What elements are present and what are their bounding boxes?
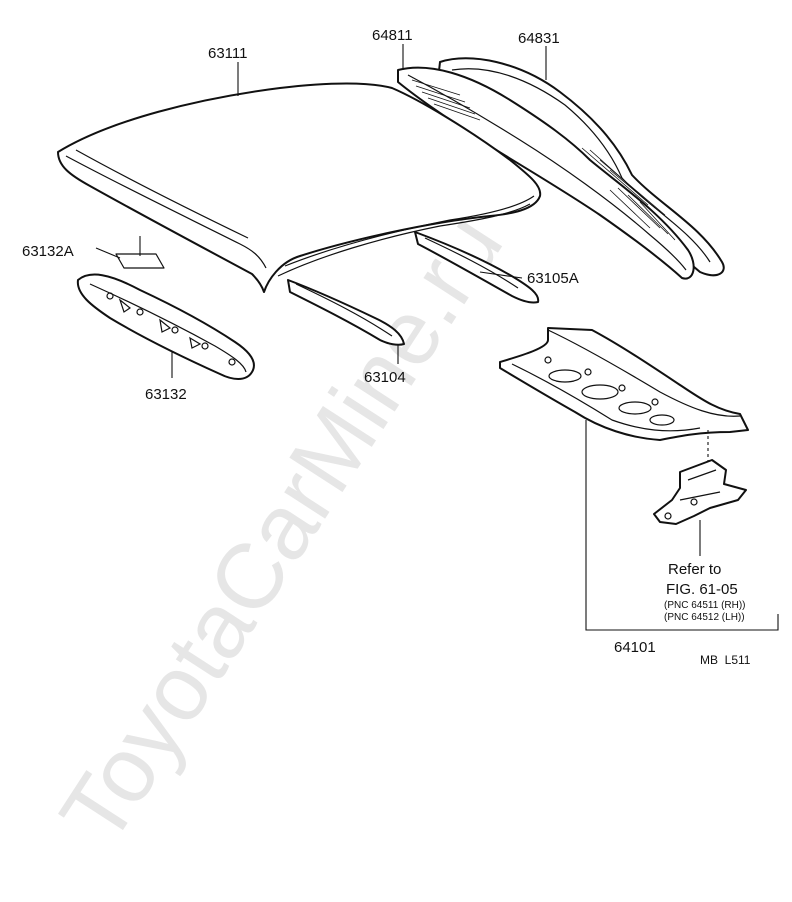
roof-patch <box>115 253 165 269</box>
roof-rail-rear <box>414 231 540 304</box>
roof-rail-inner <box>287 279 405 346</box>
reference-line-2: FIG. 61-05 <box>666 581 738 598</box>
reference-line-1: Refer to <box>668 561 721 578</box>
label-roof-rail-inner: 63104 <box>364 369 406 386</box>
diagram-code: MB L511 <box>700 653 751 667</box>
label-back-window-frame: 64831 <box>518 30 560 47</box>
reference-bracket <box>653 459 747 525</box>
reference-line-4: (PNC 64512 (LH)) <box>664 612 745 623</box>
package-tray <box>499 327 749 441</box>
roof-panel <box>57 82 542 293</box>
label-roof-patch: 63132A <box>22 243 74 260</box>
label-front-header-panel: 63132 <box>145 386 187 403</box>
label-roof-rail-rear: 63105A <box>527 270 579 287</box>
leader-lines <box>95 44 779 631</box>
label-roof-panel: 63111 <box>208 45 248 62</box>
reference-line-3: (PNC 64511 (RH)) <box>664 600 746 611</box>
label-package-tray: 64101 <box>614 639 656 656</box>
label-roof-bow: 64811 <box>372 27 413 44</box>
front-header-panel <box>76 273 255 380</box>
